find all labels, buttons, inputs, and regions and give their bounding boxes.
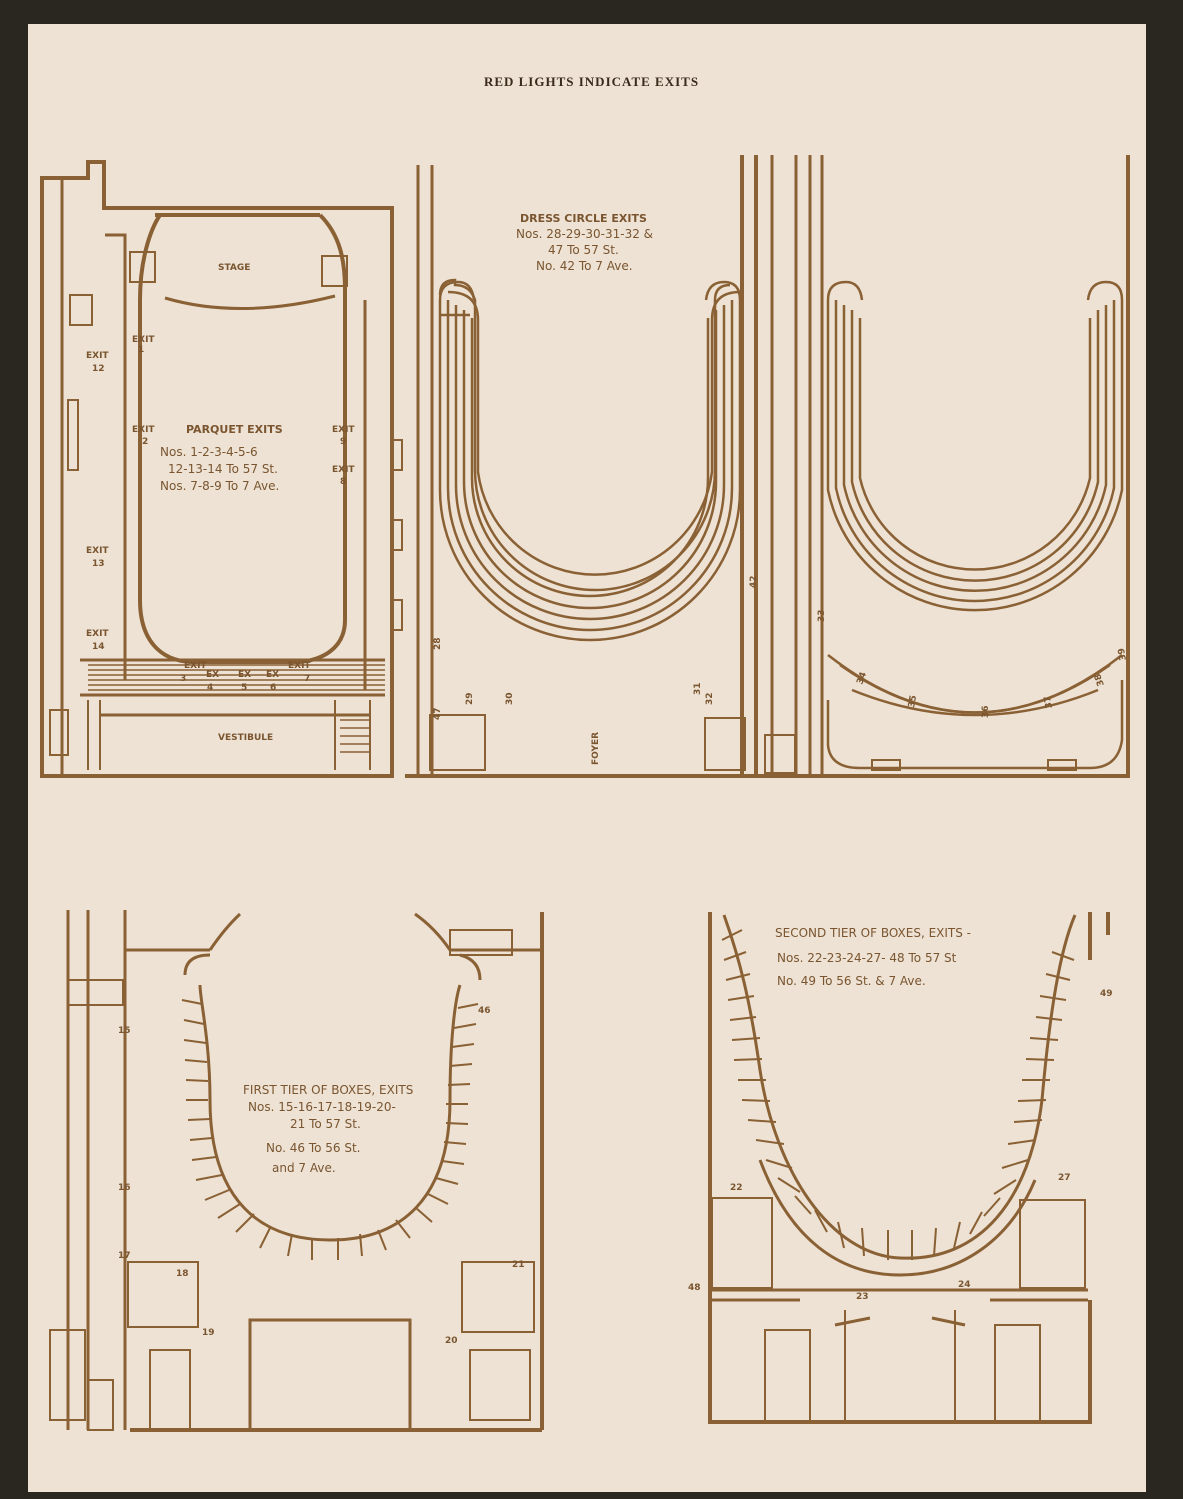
exit-number: 9 [340,437,346,447]
exit-number: 39 [1117,647,1129,661]
exit-word: EXIT [132,335,155,345]
exit-word: EXIT [184,661,207,671]
exit-number: 16 [118,1183,131,1193]
parquet-line-3: Nos. 7-8-9 To 7 Ave. [160,479,279,493]
exit-number: 35 [907,694,919,708]
first-tier-line-2: 21 To 57 St. [290,1117,361,1131]
exit-word: EXIT [86,351,109,361]
exit-number: 46 [478,1006,491,1016]
parquet-title: PARQUET EXITS [186,423,283,436]
foyer-label: FOYER [591,732,601,765]
exit-number: 38 [1093,672,1107,687]
exit-number: 37 [1043,695,1055,709]
exit-number: 22 [730,1183,743,1193]
exit-number: 31 [693,682,703,695]
second-tier-plan [708,912,1110,1424]
exit-number: 4 [207,683,213,693]
exit-number: 18 [176,1269,189,1279]
vestibule-label: VESTIBULE [218,733,273,743]
exit-number: 32 [705,692,715,705]
exit-number: 19 [202,1328,215,1338]
first-tier-line-4: and 7 Ave. [272,1161,336,1175]
dress-circle-title: DRESS CIRCLE EXITS [520,212,647,225]
first-tier-boxes [181,999,479,1260]
second-tier-line-2: No. 49 To 56 St. & 7 Ave. [777,974,926,988]
exit-word: EXIT [86,546,109,556]
parquet-line-1: Nos. 1-2-3-4-5-6 [160,445,258,459]
parquet-plan [40,160,403,778]
exit-word: EXIT [332,465,355,475]
exit-number: 33 [817,609,827,622]
ex-word: EX [238,670,251,680]
exit-number: 36 [981,705,991,718]
ex-word: EX [206,670,219,680]
exit-number: 1 [138,345,144,355]
exit-number: 6 [270,683,276,693]
dress-circle-line-2: 47 To 57 St. [548,243,619,257]
exit-number: 21 [512,1260,525,1270]
exit-number: 28 [433,637,443,650]
first-tier-line-3: No. 46 To 56 St. [266,1141,361,1155]
exit-number: 24 [958,1280,971,1290]
exit-number: 47 [433,707,443,720]
exit-word: EXIT [288,661,311,671]
ex-word: EX [266,670,279,680]
exit-word: EXIT [132,425,155,435]
dress-circle-line-1: Nos. 28-29-30-31-32 & [516,227,653,241]
exit-number: 5 [241,683,247,693]
dress-circle-plan [405,155,1130,778]
exit-number: 23 [856,1292,869,1302]
exit-number: 14 [92,642,105,652]
first-tier-plan [49,910,544,1432]
second-tier-title: SECOND TIER OF BOXES, EXITS - [775,926,971,940]
exit-number: 15 [118,1026,131,1036]
dress-circle-line-3: No. 42 To 7 Ave. [536,259,633,273]
exit-word: EXIT [86,629,109,639]
second-tier-boxes [721,929,1075,1260]
exit-number: 42 [749,575,759,588]
exit-number: 7 [304,674,310,684]
exit-number: 34 [855,671,869,686]
exit-number: 17 [118,1251,131,1261]
exit-number: 13 [92,559,105,569]
second-tier-line-1: Nos. 22-23-24-27- 48 To 57 St [777,951,957,965]
exit-number: 27 [1058,1173,1071,1183]
stage-label: STAGE [218,263,250,273]
first-tier-title: FIRST TIER OF BOXES, EXITS [243,1083,413,1097]
exit-number: 20 [445,1336,458,1346]
exit-number: 48 [688,1283,701,1293]
exit-number: 49 [1100,989,1113,999]
exit-number: 29 [465,692,475,705]
exit-number: 2 [142,437,148,447]
exit-number: 8 [340,477,346,487]
first-tier-line-1: Nos. 15-16-17-18-19-20- [248,1100,396,1114]
page-header: RED LIGHTS INDICATE EXITS [483,74,700,89]
exit-number: 30 [505,692,515,705]
parquet-line-2: 12-13-14 To 57 St. [168,462,278,476]
exit-word: EXIT [332,425,355,435]
exit-number: 3 [180,674,186,684]
exit-number: 12 [92,364,105,374]
